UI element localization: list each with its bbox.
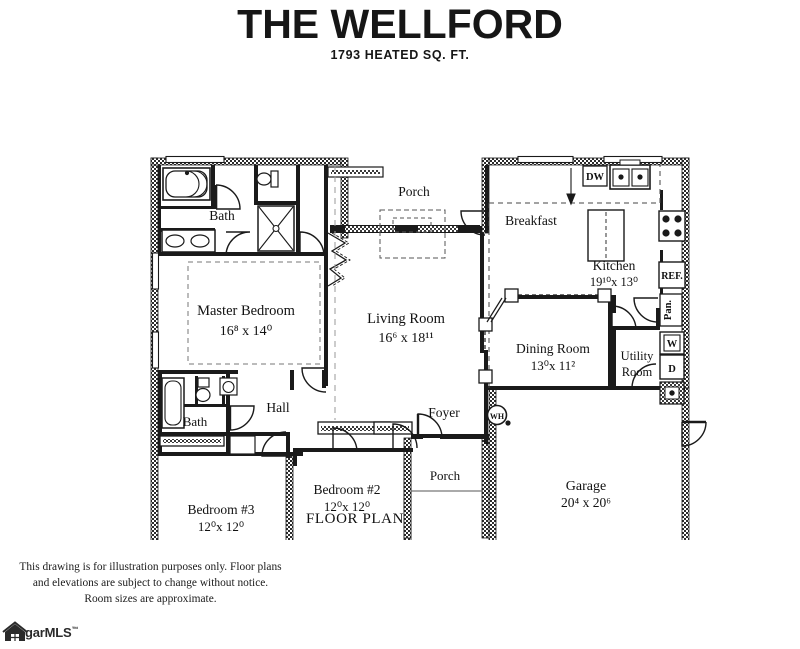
angled-wall-detail <box>327 232 351 287</box>
label-refrigerator: REF. <box>661 271 683 282</box>
dims-living-room: 16⁶ x 18¹¹ <box>378 331 433 346</box>
label-bedroom-2: Bedroom #2 <box>313 482 380 497</box>
hall-bath-fixtures <box>161 377 256 455</box>
label-porch-rear: Porch <box>398 184 430 199</box>
label-porch-front: Porch <box>430 468 461 483</box>
dining-opening-detail <box>478 288 612 384</box>
label-water-heater: WH <box>490 412 505 421</box>
trademark-symbol: ™ <box>71 626 79 634</box>
dims-bedroom-3: 12⁰x 12⁰ <box>198 519 244 534</box>
mls-wordmark: garMLS™ <box>25 625 79 640</box>
house-icon <box>2 621 28 641</box>
master-bath-fixtures <box>161 167 295 253</box>
foyer-walls <box>411 434 485 439</box>
label-pantry: Pan. <box>663 300 674 321</box>
label-dining-room: Dining Room <box>516 341 590 356</box>
label-utility-room-line2: Room <box>622 365 653 379</box>
mls-logo: garMLS™ <box>2 620 152 646</box>
label-hall: Hall <box>266 400 289 415</box>
label-dryer: D <box>668 364 676 375</box>
label-bath-master: Bath <box>209 208 235 223</box>
ceiling-dashed-lines <box>488 165 661 390</box>
appliance-labels: DW REF. Pan. W D WH <box>490 172 683 421</box>
master-bedroom-tray <box>187 261 321 365</box>
dims-kitchen: 19¹⁰x 13⁰ <box>590 275 638 289</box>
label-washer: W <box>667 339 678 350</box>
plan-caption: FLOOR PLAN <box>306 511 404 527</box>
disclaimer-text: This drawing is for illustration purpose… <box>19 561 282 606</box>
dims-master-bedroom: 16⁸ x 14⁰ <box>220 324 273 339</box>
floor-plan-drawing: Bath Master Bedroom 16⁸ x 14⁰ Porch Brea… <box>0 70 800 540</box>
breakfast-arrow <box>566 168 576 206</box>
dims-bedroom-2: 12⁰x 12⁰ <box>324 499 370 514</box>
utility-fixtures <box>659 331 685 405</box>
page-title: THE WELLFORD <box>237 1 563 47</box>
label-breakfast: Breakfast <box>505 213 557 228</box>
room-labels: Bath Master Bedroom 16⁸ x 14⁰ Porch Brea… <box>183 184 654 534</box>
label-dishwasher: DW <box>586 172 605 183</box>
dims-dining-room: 13⁰x 11² <box>531 358 575 373</box>
water-heater-symbol <box>486 404 511 426</box>
label-master-bedroom: Master Bedroom <box>197 303 296 319</box>
label-bedroom-3: Bedroom #3 <box>187 502 254 517</box>
label-bath-hall: Bath <box>183 414 208 429</box>
closet-shelving <box>159 166 413 447</box>
living-room-north-wall <box>330 209 482 259</box>
label-living-room: Living Room <box>367 311 445 327</box>
label-garage: Garage <box>566 479 606 494</box>
label-kitchen: Kitchen <box>593 258 636 273</box>
dims-garage: 20⁴ x 20⁶ <box>561 495 611 510</box>
kitchen-fixtures <box>582 159 686 327</box>
label-foyer: Foyer <box>428 405 460 420</box>
page-subtitle: 1793 HEATED SQ. FT. <box>330 48 470 62</box>
label-utility-room-line1: Utility <box>621 349 654 363</box>
